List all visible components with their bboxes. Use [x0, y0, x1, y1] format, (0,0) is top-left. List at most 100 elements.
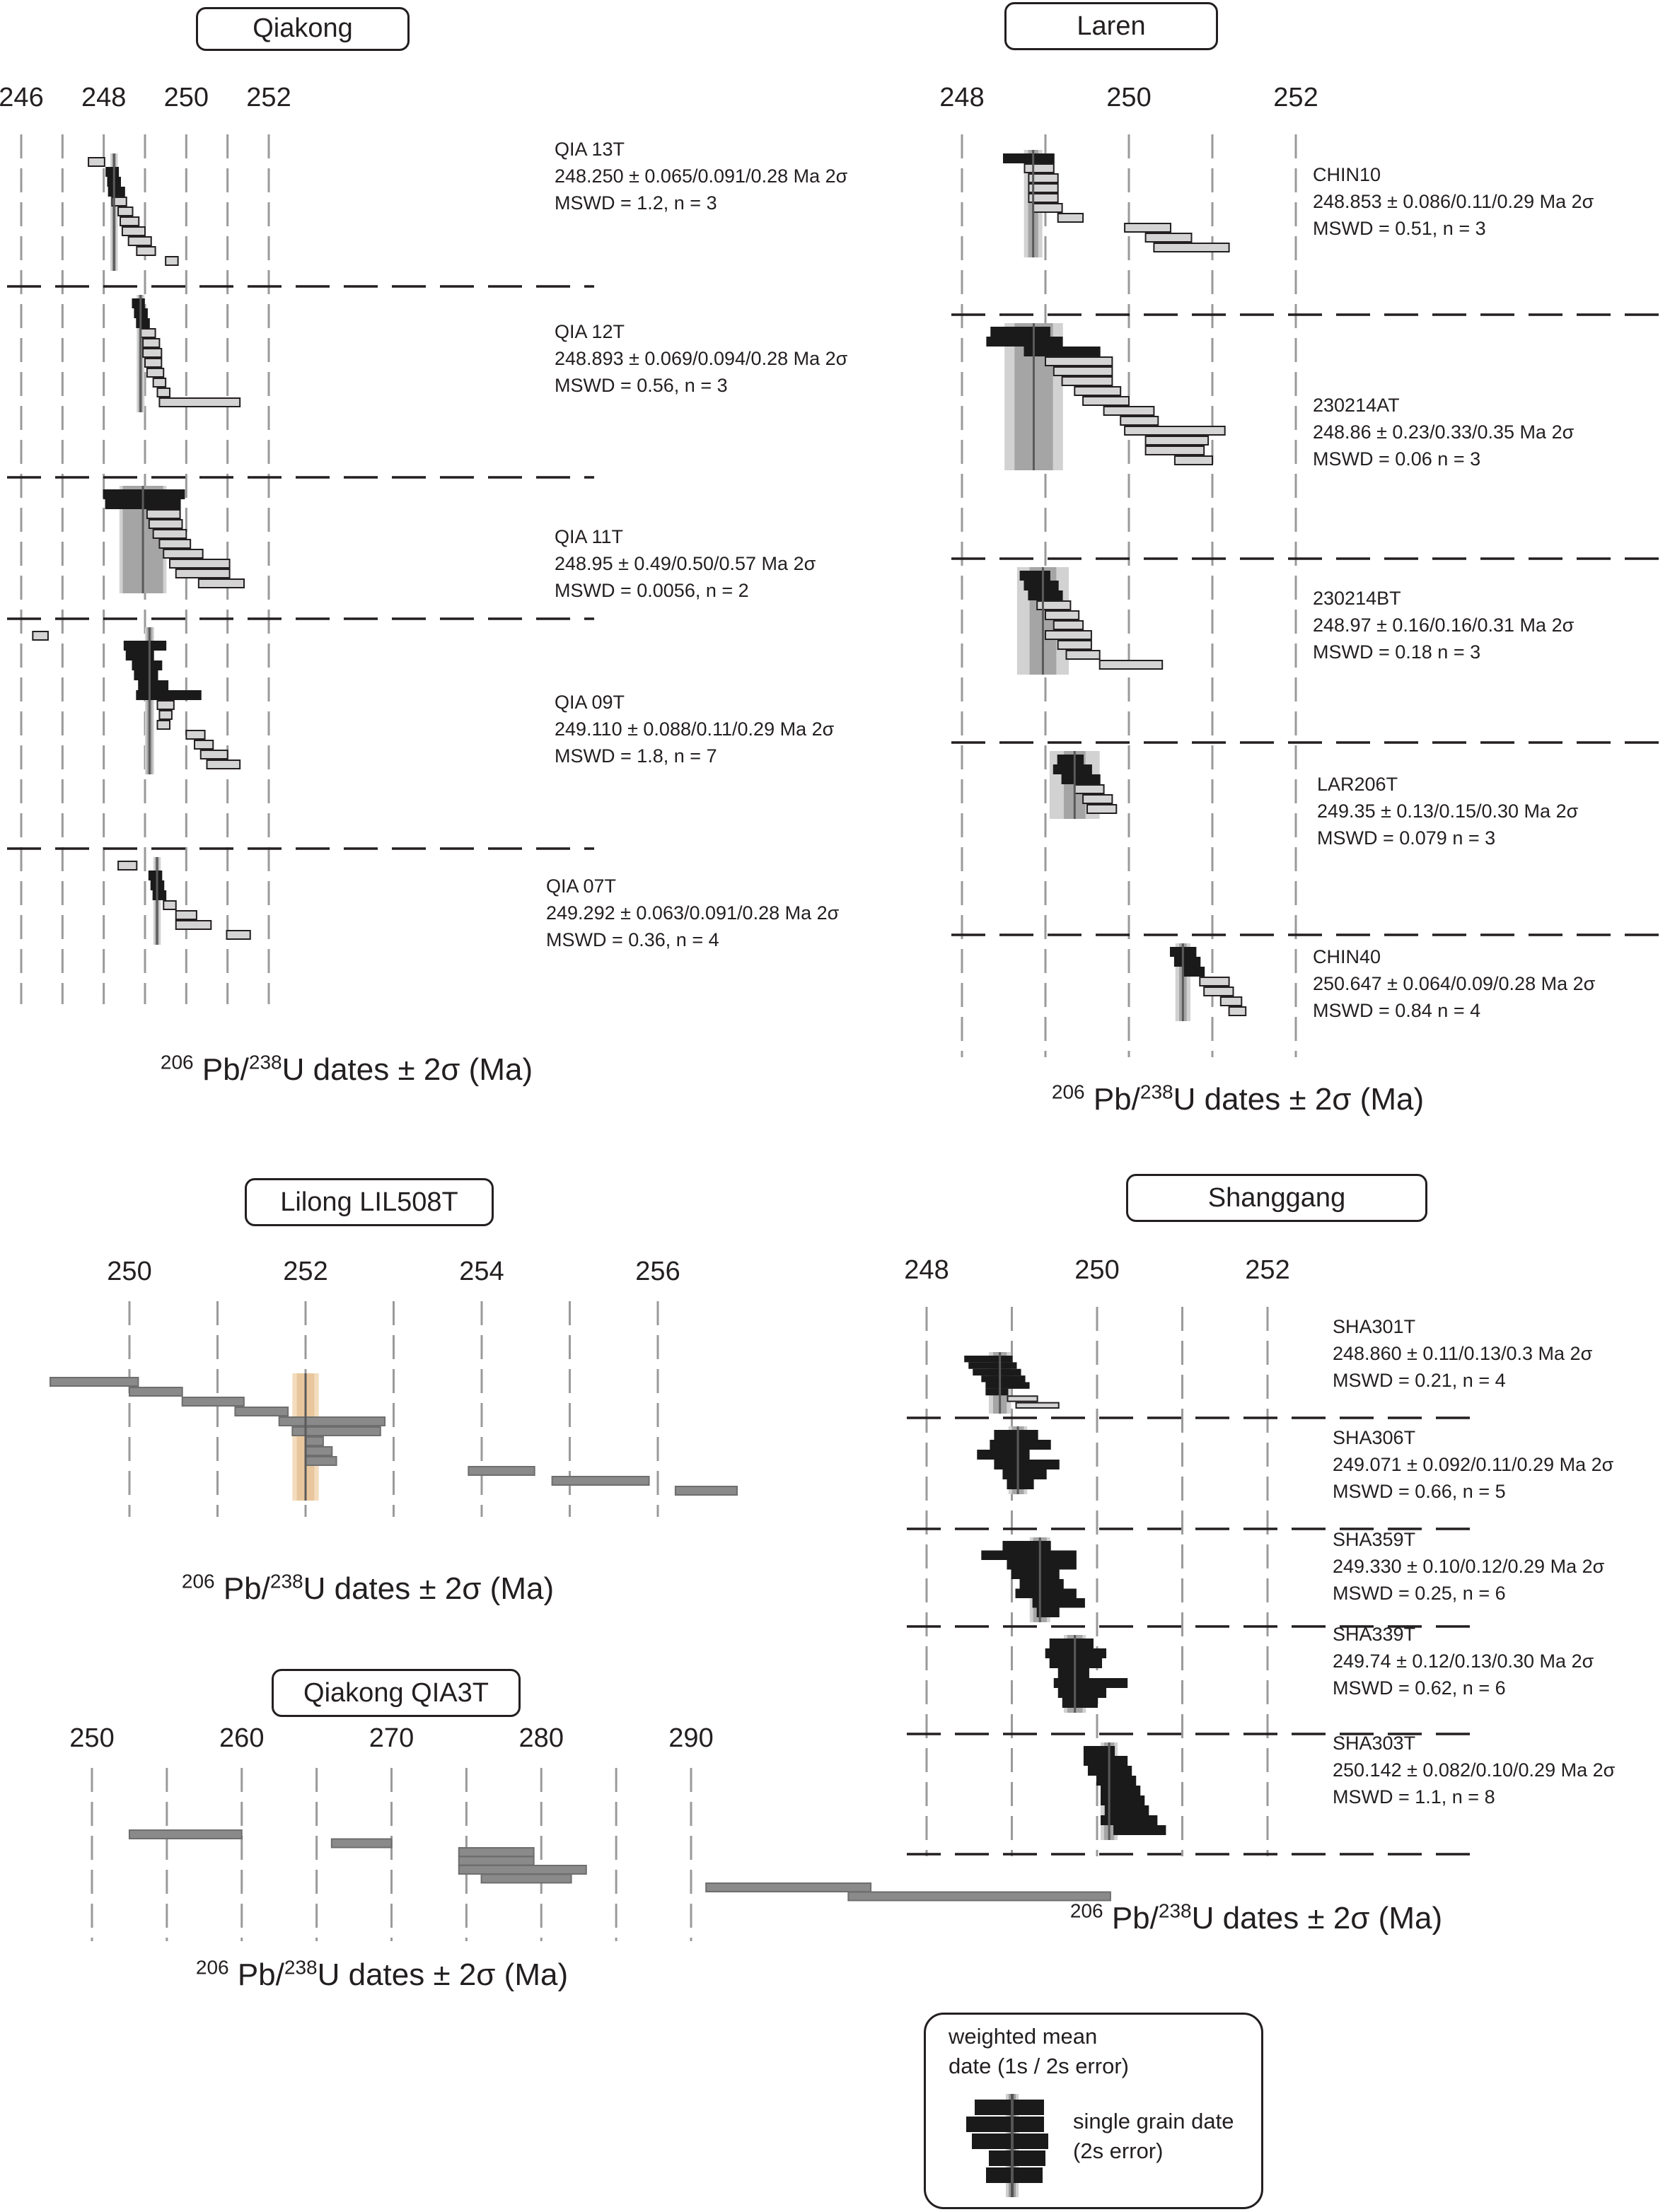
qiakong-grain-bar — [144, 358, 163, 368]
qiakong-sample-name: QIA 12T — [555, 321, 625, 342]
shanggang-sample-stats: MSWD = 0.66, n = 5 — [1333, 1481, 1506, 1502]
shanggang-grain-bar — [1101, 1815, 1158, 1825]
qiakong-sample-stats: MSWD = 0.0056, n = 2 — [555, 580, 749, 601]
qiakong-grain-bar — [142, 348, 163, 358]
qiakong-grain-bar — [136, 246, 156, 256]
shanggang-grain-bar — [1057, 1668, 1089, 1678]
shanggang-tick-label: 252 — [1245, 1255, 1289, 1285]
laren-grain-bar — [1124, 426, 1226, 436]
qiakong-sample-stats: MSWD = 1.2, n = 3 — [555, 192, 717, 214]
shanggang-grain-bar — [1049, 1638, 1094, 1648]
qiakong-qia3t-tick-label: 270 — [369, 1723, 414, 1753]
shanggang-grain-bar — [973, 1368, 1021, 1376]
qiakong-sample-result: 248.95 ± 0.49/0.50/0.57 Ma 2σ — [555, 553, 816, 574]
laren-grain-bar — [1103, 406, 1155, 416]
shanggang-sample-result: 249.330 ± 0.10/0.12/0.29 Ma 2σ — [1333, 1556, 1605, 1577]
lilong-tick-label: 254 — [459, 1257, 504, 1286]
laren-grain-bar — [1024, 581, 1059, 590]
qiakong-grain-bar — [32, 631, 49, 641]
qiakong-sample-name: QIA 11T — [555, 526, 623, 547]
shanggang-grain-bar — [1036, 1607, 1060, 1617]
shanggang-sample-result: 250.142 ± 0.082/0.10/0.29 Ma 2σ — [1333, 1759, 1616, 1781]
qiakong-grain-bar — [117, 206, 134, 216]
legend-grain-bar — [966, 2117, 1044, 2132]
legend-grain-bar — [972, 2134, 1048, 2149]
legend-symbol — [966, 2094, 1048, 2197]
qiakong-grain-bar — [165, 256, 179, 266]
shanggang-grain-bar — [977, 1450, 1030, 1460]
laren-grain-bar — [1098, 660, 1164, 670]
shanggang-grain-bar — [964, 1356, 1013, 1363]
shanggang-sample-name: SHA359T — [1333, 1529, 1415, 1550]
qiakong-grain-bar — [175, 569, 231, 578]
qiakong-sample-result: 249.110 ± 0.088/0.11/0.29 Ma 2σ — [555, 718, 835, 740]
laren-grain-bar — [1074, 386, 1122, 396]
shanggang-grain-bar — [1019, 1579, 1064, 1589]
laren-grain-bar — [1086, 804, 1118, 814]
qiakong-grain-bar — [158, 397, 241, 407]
laren-sample-result: 248.86 ± 0.23/0.33/0.35 Ma 2σ — [1313, 421, 1575, 443]
laren-sample-stats: MSWD = 0.06 n = 3 — [1313, 448, 1480, 470]
laren-grain-bar — [1061, 774, 1101, 784]
shanggang-tick-label: 248 — [904, 1255, 949, 1285]
lilong-grain-bar — [305, 1446, 333, 1456]
qiakong-qia3t-grain-bar — [458, 1856, 535, 1866]
laren-grain-bar — [1219, 996, 1243, 1006]
qiakong-grain-bar — [132, 660, 163, 670]
laren-sample-name: CHIN40 — [1313, 946, 1381, 967]
shanggang-sample-result: 248.860 ± 0.11/0.13/0.3 Ma 2σ — [1333, 1343, 1593, 1364]
qiakong-xlabel: 206 Pb/238U dates ± 2σ (Ma) — [160, 1051, 533, 1087]
qiakong-grain-bar — [226, 930, 251, 940]
shanggang-grain-bar — [1015, 1588, 1077, 1598]
shanggang-grain-bar — [1053, 1678, 1128, 1688]
shanggang-grain-bar — [1032, 1598, 1085, 1608]
laren-grain-bar — [1057, 213, 1084, 223]
legend-grain-bar — [975, 2100, 1044, 2115]
qiakong-qia3t-grain-bar — [128, 1829, 243, 1839]
shanggang-sample-result: 249.74 ± 0.12/0.13/0.30 Ma 2σ — [1333, 1651, 1594, 1672]
laren-sample-result: 248.97 ± 0.16/0.16/0.31 Ma 2σ — [1313, 615, 1575, 636]
lilong-grain-bar — [129, 1387, 183, 1397]
laren-grain-bar — [1003, 153, 1055, 163]
qiakong-grain-bar — [121, 226, 146, 236]
qiakong-qia3t-grain-bar — [480, 1873, 572, 1884]
laren-sample-stats: MSWD = 0.18 n = 3 — [1313, 641, 1480, 663]
qiakong-grain-bar — [125, 651, 154, 660]
qiakong-grain-bar — [136, 690, 202, 700]
shanggang-grain-bar — [981, 1375, 1026, 1382]
lilong-tick-label: 256 — [635, 1257, 680, 1286]
laren-grain-bar — [1028, 173, 1059, 183]
shanggang-grain-bar — [1011, 1569, 1060, 1579]
qiakong-qia3t-tick-label: 260 — [219, 1723, 264, 1753]
qiakong-grain-bar — [117, 861, 138, 871]
shanggang-sample-name: SHA303T — [1333, 1733, 1415, 1754]
laren-grain-bar — [1173, 957, 1201, 967]
qiakong-grain-bar — [152, 378, 167, 388]
laren-grain-bar — [1032, 203, 1063, 213]
laren-grain-bar — [1053, 764, 1092, 774]
legend-grain-bar — [986, 2167, 1043, 2183]
qiakong-grain-bar — [158, 710, 173, 720]
shanggang-title: Shanggang — [1126, 1174, 1427, 1222]
qiakong-grain-bar — [146, 368, 165, 378]
shanggang-grain-bar — [1002, 1541, 1051, 1551]
laren-grain-bar — [990, 327, 1050, 337]
shanggang-grain-bar — [1007, 1395, 1038, 1402]
shanggang-grain-bar — [1101, 1795, 1145, 1805]
laren-sample-name: 230214AT — [1313, 395, 1400, 416]
qiakong-grain-bar — [138, 680, 169, 690]
shanggang-tick-label: 250 — [1074, 1255, 1119, 1285]
qiakong-qia3t-tick-label: 280 — [519, 1723, 564, 1753]
shanggang-grain-bar — [968, 1362, 1017, 1369]
qiakong-grain-bar — [197, 578, 245, 588]
qiakong-qia3t-grain-bar — [847, 1891, 1111, 1902]
laren-grain-bar — [1019, 571, 1050, 581]
laren-sample-name: 230214BT — [1313, 588, 1401, 609]
laren-grain-bar — [1061, 376, 1113, 386]
qiakong-grain-bar — [156, 700, 175, 710]
qiakong-grain-bar — [140, 328, 156, 338]
laren-grain-bar — [1228, 1006, 1247, 1016]
shanggang-grain-bar — [1015, 1402, 1060, 1409]
shanggang-grain-bar — [994, 1460, 1060, 1469]
